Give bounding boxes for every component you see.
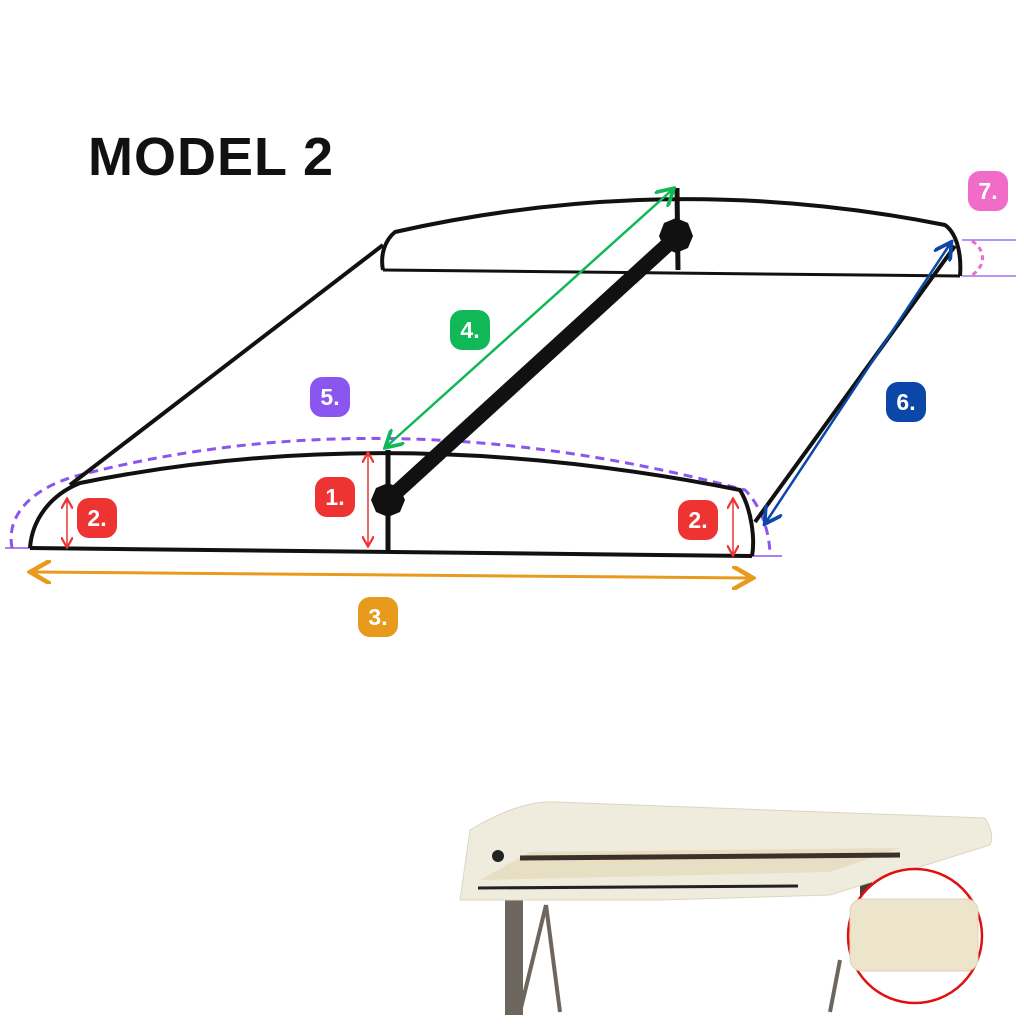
badge-1: 1. bbox=[315, 477, 355, 517]
badge-2-right: 2. bbox=[678, 500, 718, 540]
arrow-width-3 bbox=[33, 572, 750, 578]
badge-6: 6. bbox=[886, 382, 926, 422]
perimeter-dashed-line bbox=[9, 436, 772, 557]
frame-bar bbox=[371, 187, 693, 550]
model-title: MODEL 2 bbox=[88, 127, 335, 187]
badge-5: 5. bbox=[310, 377, 350, 417]
badge-3: 3. bbox=[358, 597, 398, 637]
product-photo bbox=[459, 801, 993, 1015]
badge-7: 7. bbox=[968, 171, 1008, 211]
arrow-depth-4 bbox=[387, 190, 672, 446]
knob-icon bbox=[659, 218, 693, 253]
canopy-outline bbox=[28, 197, 963, 558]
badge-4: 4. bbox=[450, 310, 490, 350]
edge-radius-7 bbox=[962, 239, 1016, 277]
knob-icon bbox=[371, 483, 405, 517]
badge-2-left: 2. bbox=[77, 498, 117, 538]
arrow-side-6 bbox=[766, 244, 950, 522]
